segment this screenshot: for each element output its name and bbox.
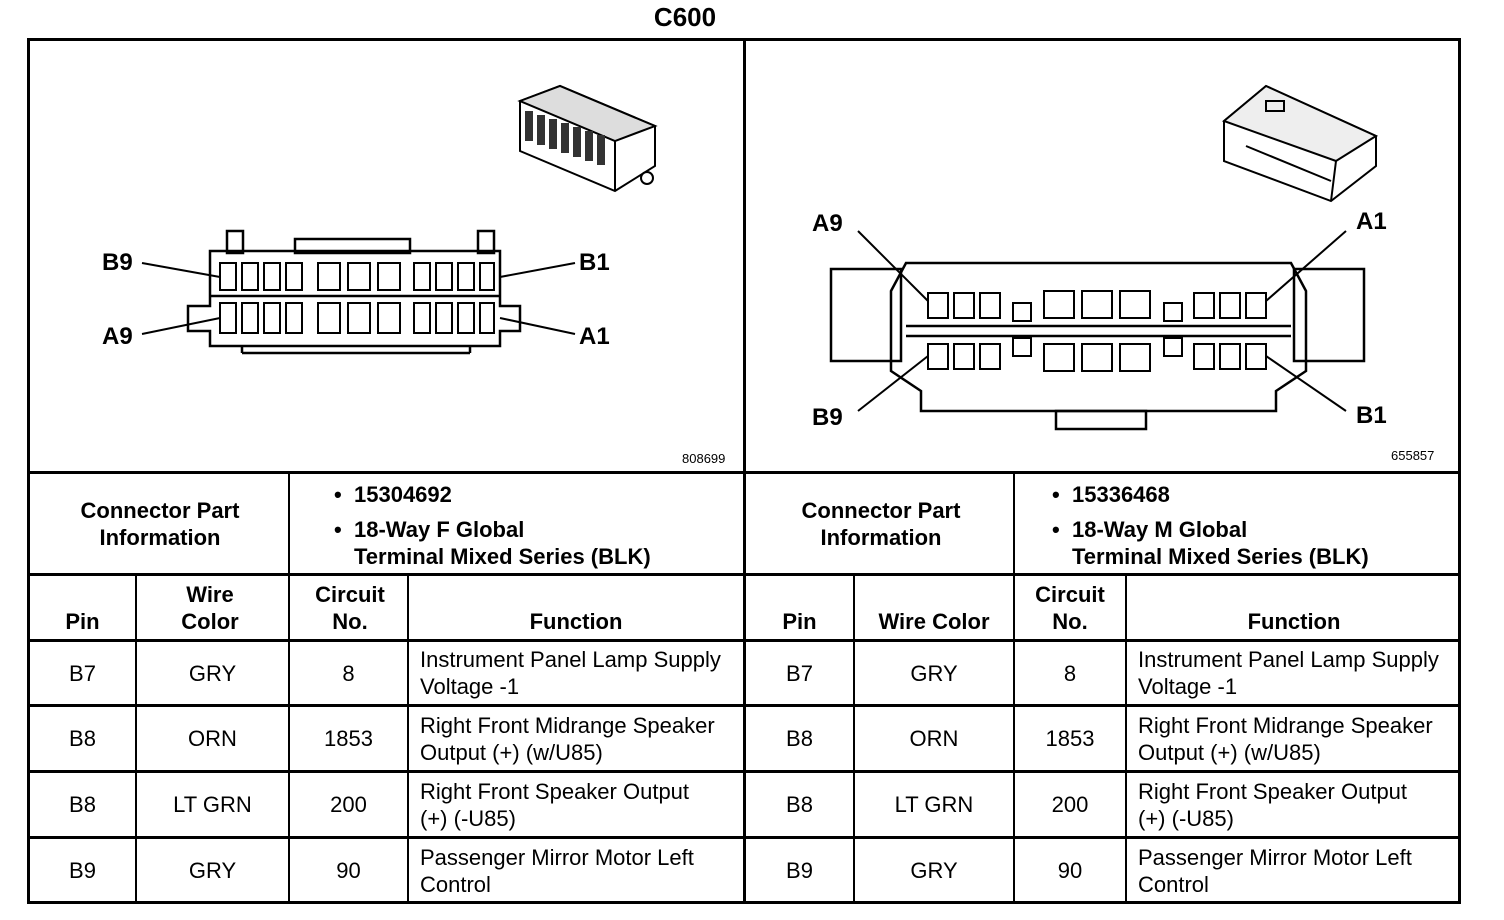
right-pin-label-b1: B1: [1356, 402, 1387, 429]
left-row1-color: GRY: [188, 660, 237, 686]
left-row1-pin: B7: [69, 660, 96, 686]
row-divider: [27, 704, 1461, 707]
left-pin-label-a9: A9: [102, 323, 133, 350]
header-divider: [27, 639, 1461, 642]
row-divider: [27, 836, 1461, 839]
left-row2-circuit: 1853: [324, 726, 373, 751]
right-row3-color: LT GRN: [894, 792, 974, 817]
left-part-number: 15304692: [330, 481, 740, 508]
right-row3-function: Right Front Speaker Output (+) (-U85): [1138, 778, 1408, 831]
right-row2-function: Right Front Midrange Speaker Output (+) …: [1138, 712, 1433, 765]
right-description-line2: Terminal Mixed Series (BLK): [1072, 544, 1369, 569]
right-row2-color: ORN: [909, 726, 959, 751]
left-row2-function: Right Front Midrange Speaker Output (+) …: [420, 712, 715, 765]
image-row-divider: [27, 471, 1461, 474]
left-connector-face: [186, 229, 522, 355]
row-divider: [27, 770, 1461, 773]
left-pin-cavities: [219, 262, 495, 334]
left-header-function: Function: [529, 608, 623, 634]
left-row3-circuit: 200: [330, 792, 367, 817]
right-part-info-bullets: 15336468 18-Way M Global Terminal Mixed …: [1048, 481, 1458, 570]
left-header-circuit: Circuit No.: [315, 582, 385, 634]
right-part-info-label: Connector Part Information: [801, 497, 961, 550]
right-connector-3d-icon: [1222, 84, 1379, 203]
circuit-col-divider: [407, 575, 409, 904]
left-row2-color: ORN: [188, 726, 237, 751]
part-info-divider: [27, 573, 1461, 576]
right-row4-color: GRY: [910, 858, 958, 883]
left-row4-function: Passenger Mirror Motor Left Control: [420, 844, 694, 897]
right-row2-pin: B8: [786, 726, 813, 751]
left-description-line1: 18-Way F Global: [330, 516, 740, 543]
right-description-line1: 18-Way M Global: [1048, 516, 1458, 543]
right-pin-label-a9: A9: [812, 210, 843, 237]
part-info-col-divider: [1013, 473, 1015, 904]
right-header-function: Function: [1247, 608, 1341, 634]
pin-col-divider: [135, 575, 137, 904]
connector-title: C600: [653, 2, 717, 32]
left-header-wire-color: Wire Color: [181, 582, 239, 634]
left-row4-pin: B9: [69, 858, 96, 883]
left-connector-3d-icon: [517, 84, 658, 193]
right-row1-circuit: 8: [1063, 660, 1077, 686]
right-header-pin: Pin: [782, 608, 817, 634]
left-row2-pin: B8: [69, 726, 96, 751]
left-row3-pin: B8: [69, 792, 96, 817]
right-row1-function: Instrument Panel Lamp Supply Voltage -1: [1138, 647, 1439, 699]
left-part-info-bullets: 15304692 18-Way F Global Terminal Mixed …: [330, 481, 740, 570]
right-pin-cavities: [927, 290, 1267, 372]
right-pin-label-b9: B9: [812, 404, 843, 431]
circuit-col-divider: [1125, 575, 1127, 904]
left-row1-circuit: 8: [342, 660, 355, 686]
right-connector-illustration: A9 A1 B9 B1 655857: [746, 41, 1459, 471]
left-row3-color: LT GRN: [173, 792, 252, 817]
right-row4-pin: B9: [786, 858, 813, 883]
right-part-number: 15336468: [1048, 481, 1458, 508]
left-row4-color: GRY: [188, 858, 237, 883]
right-row2-circuit: 1853: [1045, 726, 1095, 751]
left-part-info-label: Connector Part Information: [80, 497, 240, 550]
right-header-circuit: Circuit No.: [1035, 582, 1105, 634]
right-row4-circuit: 90: [1057, 858, 1083, 883]
right-row3-circuit: 200: [1051, 792, 1089, 817]
left-row1-function: Instrument Panel Lamp Supply Voltage -1: [420, 647, 721, 699]
right-image-code: 655857: [1391, 448, 1435, 463]
right-pin-label-a1: A1: [1356, 208, 1387, 235]
right-row4-function: Passenger Mirror Motor Left Control: [1138, 844, 1412, 897]
left-pin-label-a1: A1: [579, 323, 610, 350]
right-header-wire-color: Wire Color: [878, 608, 990, 634]
left-row3-function: Right Front Speaker Output (+) (-U85): [420, 778, 690, 831]
right-row3-pin: B8: [786, 792, 813, 817]
right-row1-pin: B7: [786, 660, 813, 686]
left-description-line2: Terminal Mixed Series (BLK): [354, 544, 651, 569]
part-info-col-divider: [288, 473, 290, 904]
left-pin-label-b1: B1: [579, 249, 610, 276]
left-connector-illustration: B9 B1 A9 A1 808699: [30, 41, 743, 471]
left-header-pin: Pin: [65, 608, 100, 634]
right-row1-color: GRY: [910, 660, 958, 686]
left-image-code: 808699: [682, 451, 726, 466]
left-row4-circuit: 90: [336, 858, 361, 883]
right-connector-face: [829, 261, 1366, 431]
left-pin-label-b9: B9: [102, 249, 133, 276]
pin-col-divider: [853, 575, 855, 904]
